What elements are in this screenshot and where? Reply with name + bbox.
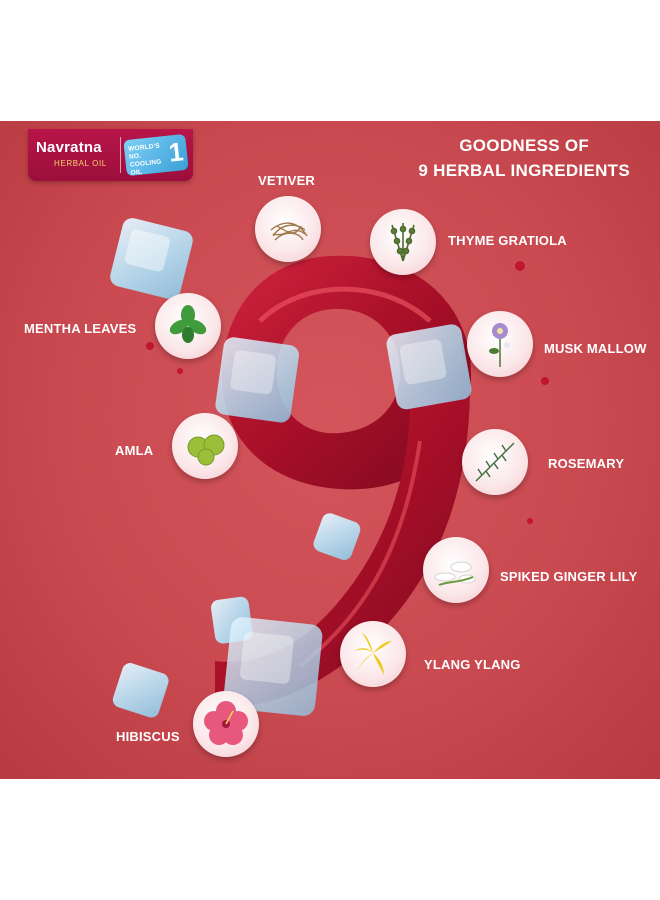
ingredient-label-amla: AMLA [115, 443, 154, 458]
liquid-droplet [515, 261, 525, 271]
ingredient-label-spiked-ginger-lily: SPIKED GINGER LILY [500, 569, 638, 584]
ice-cube [110, 218, 193, 300]
badge-number: 1 [167, 136, 185, 168]
ingredient-label-vetiver: VETIVER [258, 173, 316, 188]
ice-cube [313, 513, 361, 561]
brand-subtitle: HERBAL OIL [54, 159, 107, 168]
headline: GOODNESS OF 9 HERBAL INGREDIENTS [418, 133, 630, 183]
promo-panel: Navratna HERBAL OIL WORLD'S NO. COOLING … [0, 121, 660, 779]
ingredient-label-musk-mallow: MUSK MALLOW [544, 341, 647, 356]
ice-cube [386, 324, 472, 410]
bottom-whitespace [0, 779, 660, 900]
rosemary-sprig-icon [462, 429, 528, 495]
worlds-no1-badge: WORLD'S NO. COOLING OIL 1 [123, 133, 189, 177]
brand-logo: Navratna HERBAL OIL WORLD'S NO. COOLING … [28, 129, 193, 181]
musk-mallow-flower-icon [467, 311, 533, 377]
thyme-sprig-icon [370, 209, 436, 275]
hibiscus-flower-icon [193, 691, 259, 757]
brand-divider [120, 137, 121, 173]
badge-text: WORLD'S NO. COOLING OIL [127, 142, 162, 177]
numeral-nine-illustration [110, 218, 549, 718]
ingredient-label-ylang-ylang: YLANG YLANG [424, 657, 521, 672]
numeral-tail [215, 386, 470, 707]
vetiver-root-icon [255, 196, 321, 262]
ingredient-label-thyme-gratiola: THYME GRATIOLA [448, 233, 567, 248]
liquid-droplet [527, 518, 533, 524]
liquid-droplet [146, 342, 154, 350]
amla-fruit-icon [172, 413, 238, 479]
ingredient-label-hibiscus: HIBISCUS [116, 729, 180, 744]
ice-cube [223, 617, 323, 716]
headline-line-2: 9 HERBAL INGREDIENTS [418, 161, 630, 180]
liquid-droplet [177, 368, 183, 374]
liquid-swirl-highlight-2 [298, 440, 422, 668]
ginger-lily-flower-icon [423, 537, 489, 603]
ingredient-label-mentha-leaves: MENTHA LEAVES [24, 321, 137, 336]
mint-leaves-icon [155, 293, 221, 359]
ingredient-label-rosemary: ROSEMARY [548, 456, 625, 471]
ice-cube [112, 663, 169, 718]
brand-name: Navratna [36, 139, 102, 156]
ice-cube [215, 337, 299, 423]
liquid-droplet [541, 377, 549, 385]
liquid-swirl-highlight [258, 286, 432, 323]
headline-line-1: GOODNESS OF [459, 136, 590, 155]
ylang-ylang-flower-icon [340, 621, 406, 687]
